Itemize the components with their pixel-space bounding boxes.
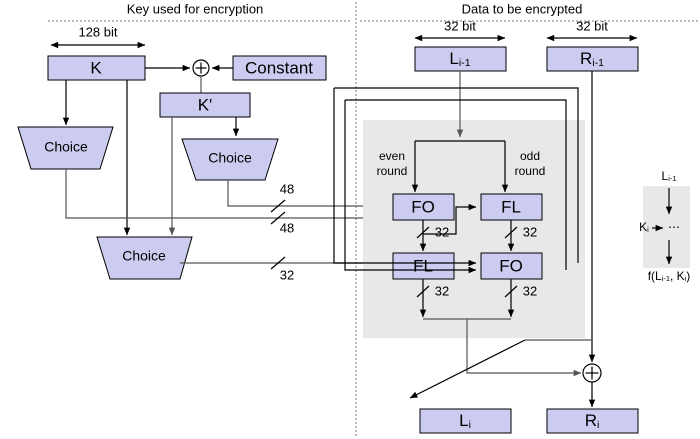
label-even-round-line2: round: [377, 164, 408, 178]
bus-48-lower-label: 48: [280, 220, 294, 235]
choice-bottom-label: Choice: [122, 248, 166, 264]
wire-feedback-inner-to-fo-odd: [344, 100, 477, 274]
bus-48-lower-wire: [65, 169, 394, 222]
section-title-data: Data to be encrypted: [462, 1, 583, 16]
legend-output-label: f(Li-1, Ki): [648, 269, 691, 283]
wire-fo-even-tap-to-fl-odd: [423, 203, 477, 235]
label-even-round-line1: even: [379, 149, 405, 163]
dimension-label-32-right: 32 bit: [576, 18, 608, 33]
bus-32-key-label: 32: [280, 267, 294, 282]
legend-input-label: Li-1: [662, 169, 677, 183]
legend-body-dots: ⋯: [668, 220, 680, 234]
bus-48-upper-label: 48: [280, 181, 294, 196]
label-odd-round-line1: odd: [520, 149, 540, 163]
legend-key-label: Ki: [639, 220, 649, 234]
wire-feedback-outer-to-fo-odd: [333, 88, 477, 267]
key-box-k: [47, 55, 146, 81]
bus-32-fo-even-label: 32: [435, 224, 449, 239]
output-box-r-label: Ri: [585, 411, 600, 430]
constant-box: [232, 55, 327, 81]
dimension-label-128: 128 bit: [78, 24, 117, 39]
wire-feedback-outer-top: [334, 87, 579, 263]
function-box-fo-even-top: [392, 193, 455, 221]
function-box-fl-even-bottom-label: FL: [413, 256, 433, 275]
key-box-k-label: K: [90, 58, 102, 77]
dimension-label-32-left: 32 bit: [444, 18, 476, 33]
function-box-fl-odd-top-label: FL: [501, 197, 521, 216]
choice-left-label: Choice: [44, 139, 88, 155]
bus-32-fl-even-label: 32: [435, 283, 449, 298]
wire-round-out-to-xor: [466, 319, 582, 377]
bus-32-fl-odd-slash: [504, 226, 518, 239]
input-box-r-label: Ri-1: [580, 49, 604, 68]
choice-left: [17, 126, 114, 170]
bus-32-fl-even-slash: [416, 285, 430, 298]
input-box-l-label: Li-1: [449, 49, 470, 68]
function-box-fo-odd-bottom: [480, 252, 543, 280]
function-box-fo-even-top-label: FO: [411, 197, 435, 216]
bus-32-fl-odd-label: 32: [523, 224, 537, 239]
output-box-r: [546, 408, 639, 434]
bus-32-fo-odd-slash: [504, 285, 518, 298]
output-box-l-label: Li: [459, 411, 471, 430]
bus-48-upper-slash: [270, 199, 286, 213]
function-box-fo-odd-bottom-label: FO: [499, 256, 523, 275]
bus-32-fo-even-slash: [416, 226, 430, 239]
wire-r-tap-diagonal-to-l-out: [409, 339, 526, 399]
round-shaded-region: [363, 120, 585, 338]
bus-32-key-slash: [270, 256, 286, 270]
bus-48-upper-wire: [227, 180, 394, 210]
label-odd-round-line2: round: [515, 164, 546, 178]
legend-shaded-region: [643, 186, 690, 268]
function-box-fl-odd-top: [480, 193, 543, 221]
constant-box-label: Constant: [245, 58, 313, 77]
kprime-box: [159, 92, 251, 118]
kprime-box-label: K': [198, 95, 213, 114]
input-box-l: [414, 46, 507, 72]
bus-32-fo-odd-label: 32: [523, 283, 537, 298]
wire-feedback-inner-top: [345, 99, 567, 270]
choice-right: [181, 138, 279, 181]
function-box-fl-even-bottom: [392, 252, 455, 280]
bus-48-lower-slash: [270, 211, 286, 225]
choice-right-label: Choice: [208, 150, 252, 166]
choice-bottom: [96, 236, 193, 280]
output-box-l: [419, 408, 512, 434]
section-title-key: Key used for encryption: [127, 1, 264, 16]
